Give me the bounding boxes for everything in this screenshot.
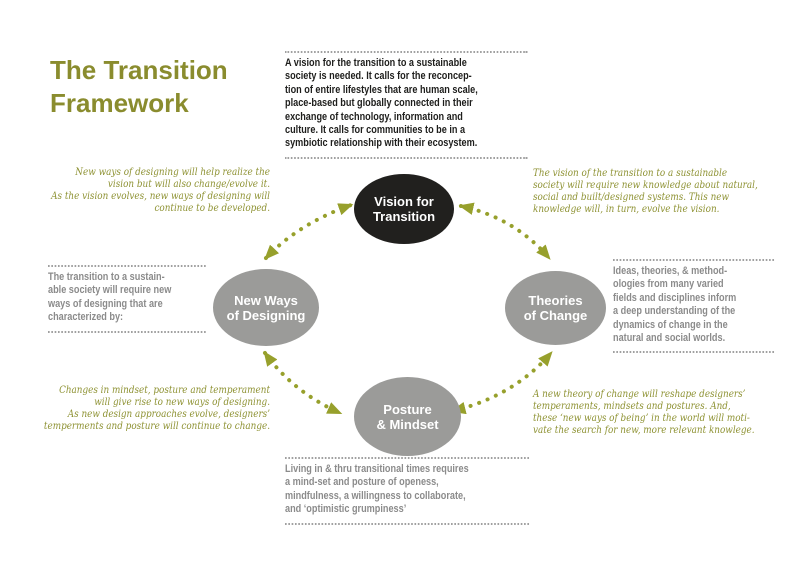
node-label: Theories of Change <box>523 293 588 323</box>
node-theories-of-change: Theories of Change <box>505 271 606 345</box>
theories-description: Ideas, theories, & method- ologies from … <box>613 259 775 354</box>
node-label: Vision for Transition <box>372 194 436 224</box>
annotation-vision-newways: New ways of designing will help realize … <box>51 166 270 214</box>
dotted-arrow-newways-vision-icon <box>264 203 354 260</box>
node-label: Posture & Mindset <box>376 401 439 432</box>
new-ways-description: The transition to a sustain- able societ… <box>48 265 206 333</box>
posture-description: Living in & thru transitional times requ… <box>285 457 530 525</box>
dotted-arrow-newways-posture-icon <box>263 350 343 415</box>
vision-description: A vision for the transition to a sustain… <box>285 51 528 159</box>
annotation-vision-theories: The vision of the transition to a sustai… <box>533 167 758 215</box>
node-new-ways-of-designing: New Ways of Designing <box>213 269 319 346</box>
annotation-posture-theories: A new theory of change will reshape desi… <box>533 388 755 436</box>
annotation-newways-posture: Changes in mindset, posture and temperam… <box>43 384 270 432</box>
node-vision-for-transition: Vision for Transition <box>354 174 454 244</box>
node-posture-and-mindset: Posture & Mindset <box>354 377 461 456</box>
page-title: The Transition Framework <box>50 55 228 119</box>
node-label: New Ways of Designing <box>226 292 306 323</box>
